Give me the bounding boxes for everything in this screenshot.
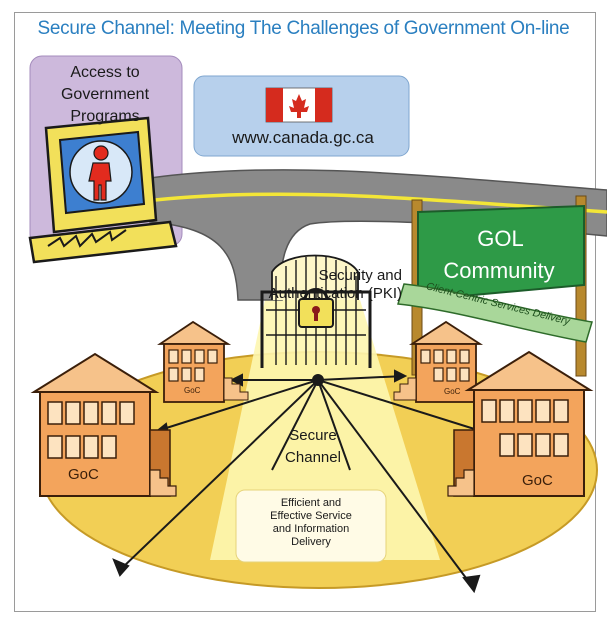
diagram-title: Secure Channel: Meeting The Challenges o… xyxy=(37,18,570,39)
building-icon xyxy=(30,352,177,497)
padlock-icon xyxy=(298,288,334,328)
building-label: GoC xyxy=(184,386,201,395)
service-delivery-box xyxy=(235,489,387,563)
security-pki-label: Security and Authentication (PKI) xyxy=(268,267,402,302)
gol-label: GOL xyxy=(477,226,524,251)
building-label: GoC xyxy=(444,387,461,396)
arrow-icon xyxy=(112,558,130,577)
arrow-icon xyxy=(394,369,408,383)
building-icon xyxy=(393,320,484,403)
arrow-icon xyxy=(229,373,243,387)
building-label: GoC xyxy=(68,466,99,483)
canada-flag-icon xyxy=(265,87,333,123)
building-icon xyxy=(157,320,249,403)
website-url-label: www.canada.gc.ca xyxy=(232,128,374,147)
person-icon xyxy=(88,145,112,201)
gate-icon xyxy=(260,254,372,368)
gol-banner xyxy=(397,195,593,377)
community-label: Community xyxy=(443,258,555,283)
secure-channel-label: Secure Channel xyxy=(285,427,341,466)
arrow-icon xyxy=(462,574,481,594)
building-icon xyxy=(447,350,594,497)
access-programs-label: Access to Government Programs xyxy=(60,64,150,125)
service-delivery-label: Efficient and Effective Service and Info… xyxy=(270,497,352,548)
building-label: GoC xyxy=(522,472,553,489)
